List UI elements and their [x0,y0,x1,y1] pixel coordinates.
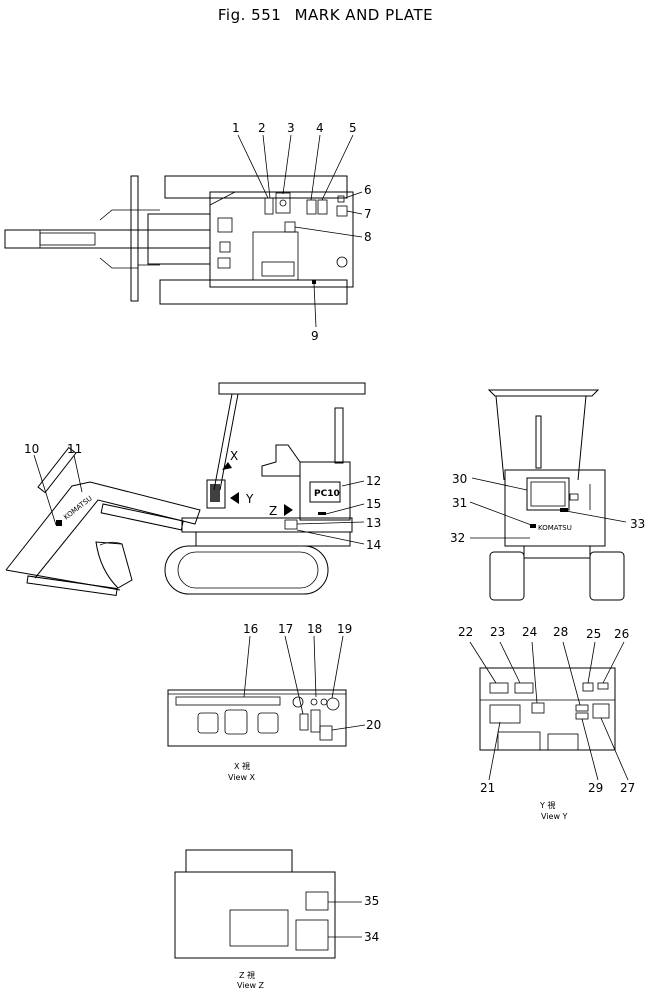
callout-26: 26 [614,627,629,641]
svg-text:Z: Z [269,504,277,518]
svg-text:Y: Y [245,492,254,506]
callout-8: 8 [364,230,372,244]
callout-21: 21 [480,781,495,795]
view-y-caption-jp: Y 視 [539,801,555,810]
view-z-caption-en: View Z [237,981,265,990]
svg-text:X: X [230,449,238,463]
callout-32: 32 [450,531,465,545]
callout-6: 6 [364,183,372,197]
callout-4: 4 [316,121,324,135]
callout-9: 9 [311,329,319,343]
view-y-panel: Y 視 View Y [469,641,629,821]
callout-17: 17 [278,622,293,636]
callout-1: 1 [232,121,240,135]
callout-7: 7 [364,207,372,221]
view-x-caption-en: View X [228,773,256,782]
view-arrow-z: Z [269,504,293,518]
callout-10: 10 [24,442,39,456]
rear-view: KOMATSU [469,389,627,601]
callout-28: 28 [553,625,568,639]
callout-14: 14 [366,538,381,552]
view-z-panel: Z 視 View Z [174,849,362,990]
view-x-caption-jp: X 視 [234,762,250,771]
callout-20: 20 [366,718,381,732]
callout-2: 2 [258,121,266,135]
view-x-panel: X 視 View X [167,635,366,782]
boom-brand-label: KOMATSU [62,494,94,521]
callout-31: 31 [452,496,467,510]
callout-11: 11 [67,442,82,456]
callout-34: 34 [364,930,379,944]
rear-brand-label: KOMATSU [538,524,572,532]
callout-25: 25 [586,627,601,641]
callout-24: 24 [522,625,537,639]
callout-27: 27 [620,781,635,795]
callout-15: 15 [366,497,381,511]
side-view: KOMATSU PC10 X Y Z [5,382,366,597]
callout-16: 16 [243,622,258,636]
callout-5: 5 [349,121,357,135]
callout-29: 29 [588,781,603,795]
callout-19: 19 [337,622,352,636]
view-z-caption-jp: Z 視 [239,971,255,980]
figure-caption: MARK AND PLATE [294,6,434,24]
figure-number: Fig. 551 [217,6,282,24]
callout-numbers: 1 2 3 4 5 6 7 8 9 10 11 12 13 14 15 16 1… [24,121,645,944]
view-y-caption-en: View Y [541,812,568,821]
callout-22: 22 [458,625,473,639]
callout-12: 12 [366,474,381,488]
callout-23: 23 [490,625,505,639]
callout-13: 13 [366,516,381,530]
callout-30: 30 [452,472,467,486]
view-arrow-y: Y [230,492,254,506]
callout-35: 35 [364,894,379,908]
callout-3: 3 [287,121,295,135]
model-badge-side: PC10 [314,489,340,499]
figure-title: Fig. 551 MARK AND PLATE [0,6,651,24]
top-view [4,134,363,328]
callout-18: 18 [307,622,322,636]
view-arrow-x: X [222,449,238,470]
callout-33: 33 [630,517,645,531]
